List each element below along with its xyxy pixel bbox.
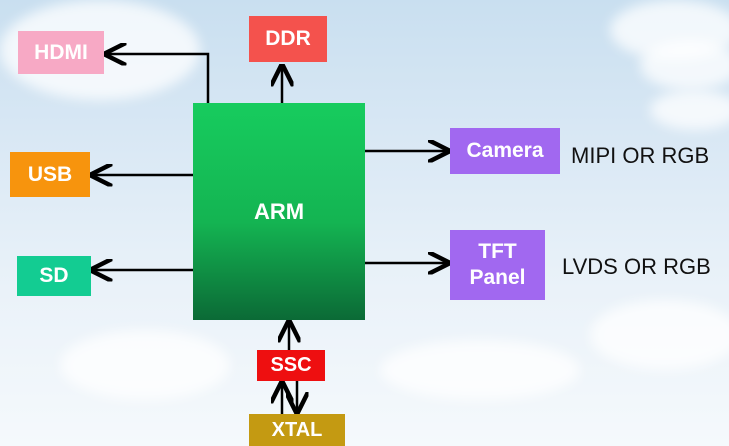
background-cloud [650,90,729,130]
ssc-block: SSC [257,350,325,381]
background-cloud [640,40,729,90]
ssc-label: SSC [270,354,312,376]
camera-label: Camera [466,139,544,162]
tft-panel-label-line2: Panel [469,266,526,289]
sd-label: SD [39,264,69,287]
hdmi-block: HDMI [18,31,104,74]
arm-block: ARM [193,103,365,320]
background-cloud [60,330,230,400]
camera-block: Camera [450,128,560,174]
tft-panel-block: TFT Panel [450,230,545,300]
usb-block: USB [10,152,90,197]
arm-label: ARM [253,198,305,224]
tft-panel-label-line1: TFT [478,240,517,263]
ddr-block: DDR [249,16,327,62]
xtal-block: XTAL [249,414,345,446]
xtal-label: XTAL [271,418,323,441]
arrow-arm-to-hdmi [106,54,210,103]
panel-interface-label: LVDS OR RGB [562,254,711,279]
sd-block: SD [17,256,91,296]
ddr-label: DDR [265,27,311,50]
background-cloud [590,300,729,370]
hdmi-label: HDMI [34,40,88,64]
camera-interface-label: MIPI OR RGB [571,143,710,168]
usb-label: USB [27,162,73,186]
background-cloud [380,340,580,400]
